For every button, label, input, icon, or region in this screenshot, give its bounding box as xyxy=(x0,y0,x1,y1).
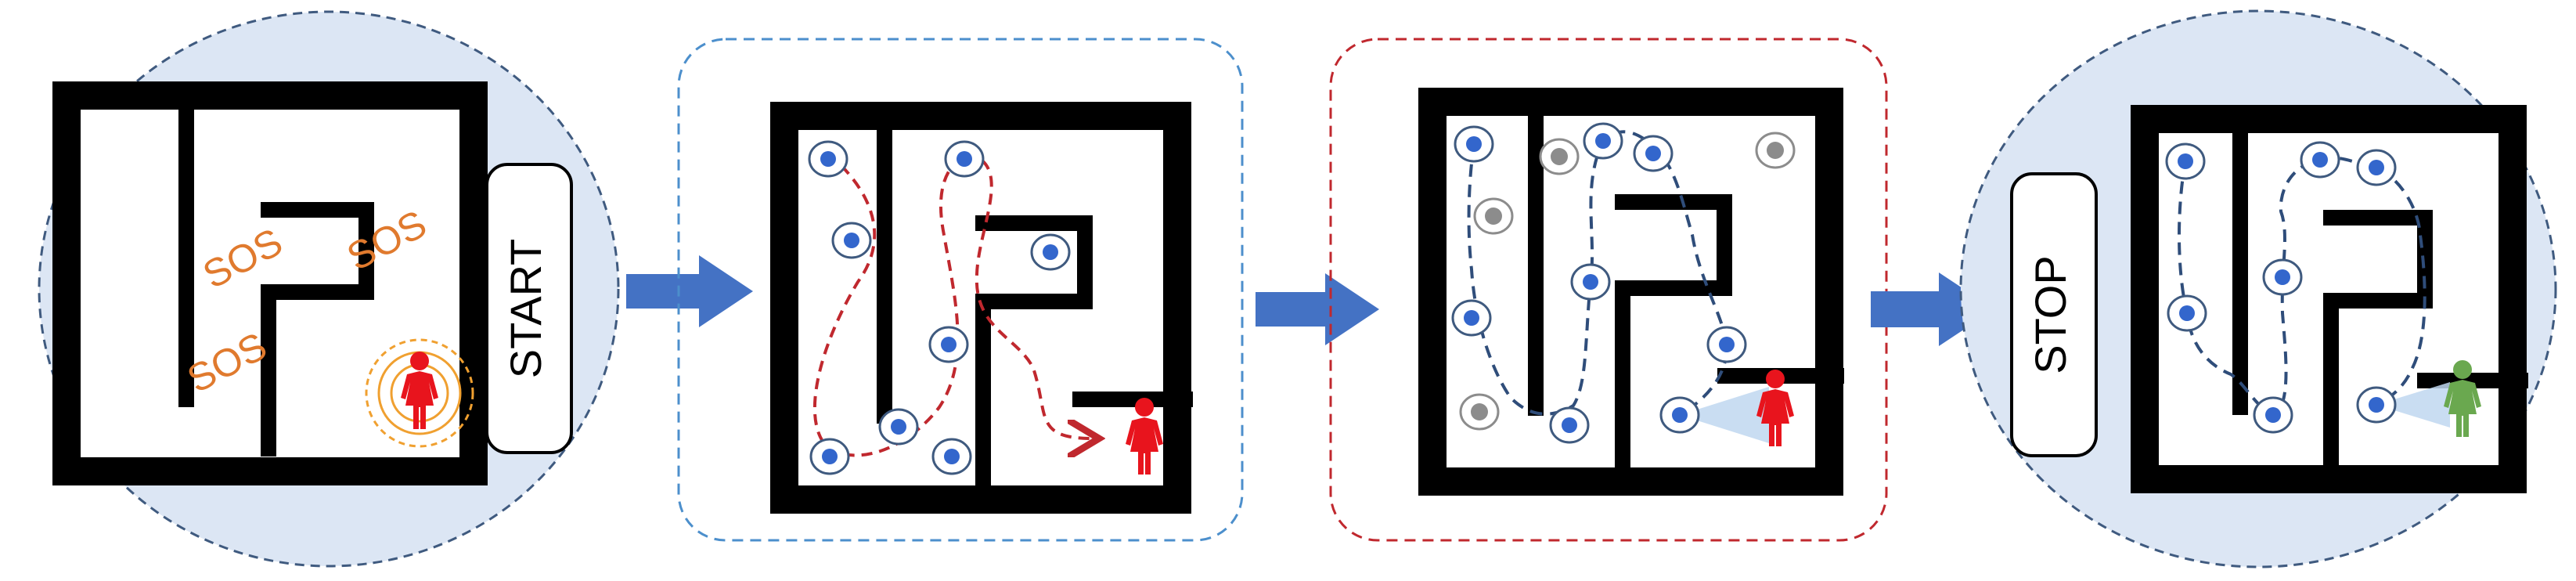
stage-locate xyxy=(1329,38,1888,542)
sensor-node-icon xyxy=(944,140,985,178)
right-arrow-icon xyxy=(1256,273,1379,345)
sensor-node-icon xyxy=(1454,125,1494,163)
explore-frame xyxy=(677,38,1244,542)
sensor-node-icon xyxy=(809,438,850,475)
stop-button[interactable]: STOP xyxy=(2010,172,2098,457)
maze-4 xyxy=(2131,105,2528,493)
sensor-node-icon xyxy=(931,438,972,475)
sensor-node-icon xyxy=(808,140,848,178)
sensor-node-icon xyxy=(928,326,969,363)
sensor-node-icon xyxy=(1030,233,1071,271)
start-button[interactable]: START xyxy=(485,163,573,454)
view-cone xyxy=(1680,387,1769,443)
inactive-node-icon xyxy=(1539,138,1580,175)
stage-explore xyxy=(677,38,1244,542)
person-icon xyxy=(401,352,438,429)
sensor-node-icon xyxy=(1583,122,1623,160)
sensor-node-icon xyxy=(2167,294,2207,332)
locate-frame xyxy=(1329,38,1888,542)
sensor-node-icon xyxy=(2356,149,2397,186)
sensor-node-icon xyxy=(1659,396,1700,434)
sensor-node-icon xyxy=(1549,406,1590,444)
rescue-path xyxy=(2178,156,2426,417)
sensor-node-icon xyxy=(1706,326,1747,363)
exploration-path xyxy=(812,151,1093,455)
sensor-node-icon xyxy=(2165,143,2206,180)
inactive-node-icon xyxy=(1755,132,1796,169)
sensor-node-icon xyxy=(2253,396,2293,434)
person-icon xyxy=(1756,370,1794,446)
sensor-node-icon xyxy=(1451,299,1492,337)
view-cone xyxy=(2376,382,2450,428)
person-icon xyxy=(1126,398,1163,475)
maze-1 xyxy=(52,81,488,485)
person-icon xyxy=(2444,360,2481,437)
stop-label: STOP xyxy=(2026,255,2075,374)
inactive-node-icon xyxy=(1459,393,1500,431)
sensor-node-icon xyxy=(1633,135,1673,172)
stage-stop: STOP xyxy=(1959,9,2557,568)
sensor-node-icon xyxy=(2300,141,2340,179)
sensor-node-icon xyxy=(878,408,919,446)
inactive-node-icon xyxy=(1473,197,1514,235)
start-label: START xyxy=(501,239,550,378)
right-arrow-icon xyxy=(626,255,753,327)
maze-2 xyxy=(770,102,1193,514)
sensor-nodes xyxy=(1451,122,1796,444)
sensor-node-icon xyxy=(2356,386,2397,424)
sensor-node-icon xyxy=(831,222,872,259)
stage-start: SOS SOS SOS START xyxy=(38,10,620,568)
sensor-nodes xyxy=(2165,141,2397,434)
sensor-nodes xyxy=(808,140,1071,475)
sensor-node-icon xyxy=(2262,258,2303,296)
sensor-node-icon xyxy=(1570,263,1611,301)
